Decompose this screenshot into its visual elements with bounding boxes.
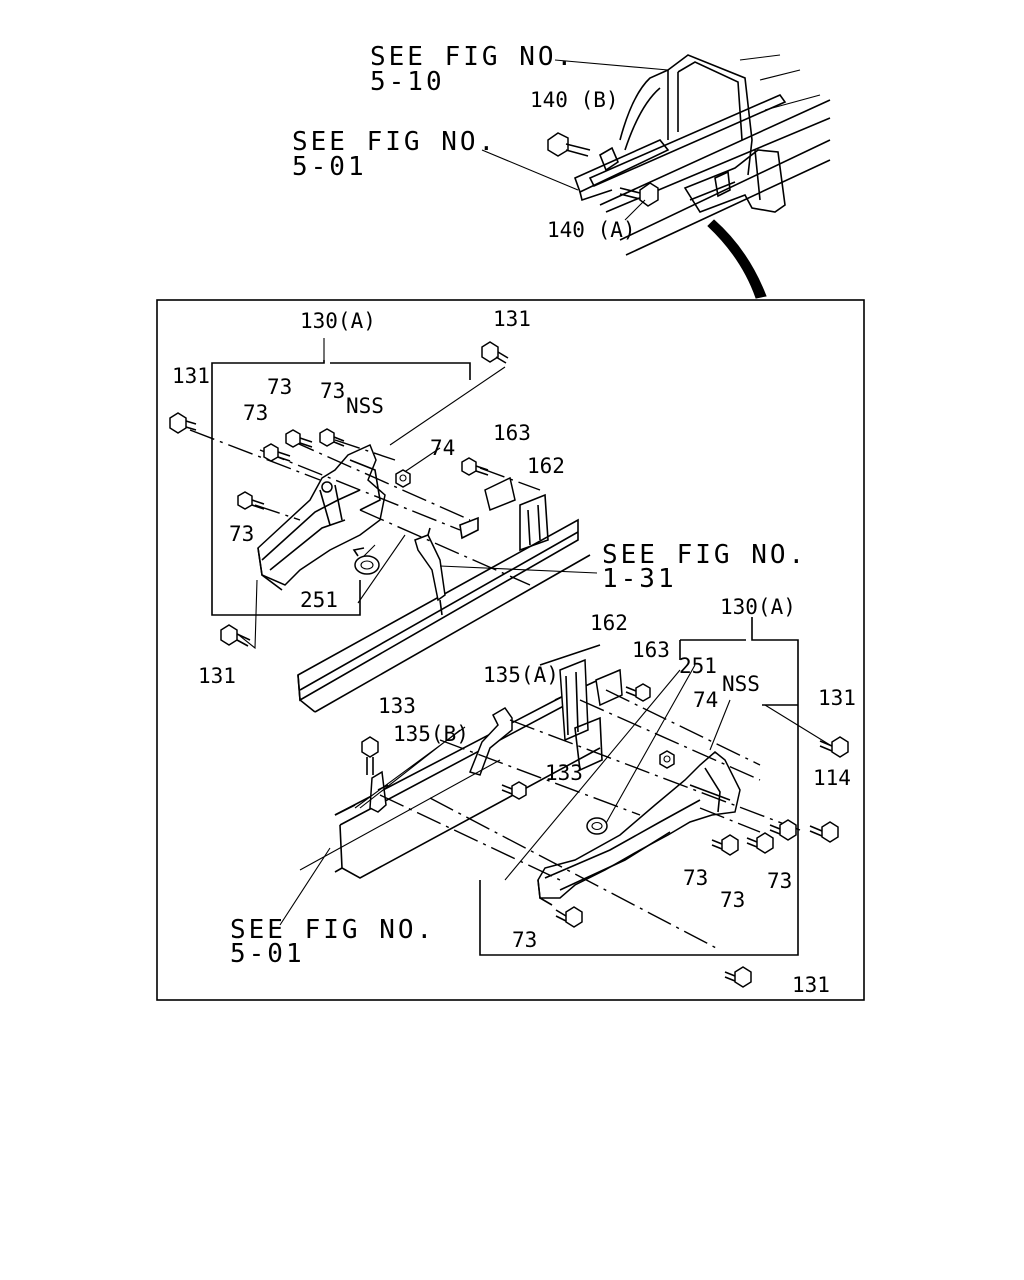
- label-130a-right: 130(A): [720, 595, 796, 619]
- label-251-right: 251: [679, 654, 717, 678]
- label-nss-right: NSS: [722, 672, 760, 696]
- overview-sketch: SEE FIG NO. 5-10 SEE FIG NO. 5-01 140 (B…: [292, 42, 831, 299]
- label-140a: 140 (A): [547, 218, 636, 242]
- ref-5-10-line2: 5-10: [370, 67, 445, 97]
- bolt-icon: [461, 457, 489, 476]
- bracket-icon: [537, 751, 741, 906]
- bolt-icon: [237, 491, 265, 510]
- bracket-icon: [559, 658, 623, 772]
- bolt-icon: [555, 906, 583, 928]
- label-133-mid: 133: [545, 761, 583, 785]
- ref-5-01-top-line1: SEE FIG NO.: [292, 127, 497, 157]
- label-73-b: 73: [320, 379, 345, 403]
- label-131-bottom-right: 131: [792, 973, 830, 997]
- bolt-icon: [769, 819, 797, 841]
- label-131-bottom-left: 131: [198, 664, 236, 688]
- inset-frame: [156, 299, 865, 1001]
- label-163-left: 163: [493, 421, 531, 445]
- bolt-icon: [819, 736, 849, 758]
- left-assembly: 130(A) 131 131 73 73 73 73 NSS 74 163 16…: [169, 307, 807, 713]
- bolt-icon: [501, 781, 527, 800]
- bolt-icon: [361, 736, 379, 775]
- label-73-d: 73: [229, 522, 254, 546]
- label-73-right-a: 73: [683, 866, 708, 890]
- ref-5-10-line1: SEE FIG NO.: [370, 42, 575, 72]
- ref-5-01-bottom-line1: SEE FIG NO.: [230, 915, 435, 945]
- bolt-icon: [619, 182, 659, 207]
- ref-5-01-top-line2: 5-01: [292, 152, 367, 182]
- label-162-right: 162: [590, 611, 628, 635]
- label-74-right: 74: [693, 688, 718, 712]
- clip-icon: [586, 817, 608, 835]
- label-nss-left: NSS: [346, 394, 384, 418]
- bracket-icon: [414, 527, 446, 616]
- clip-icon: [352, 547, 380, 575]
- label-73-a: 73: [267, 375, 292, 399]
- ref-1-31-line1: SEE FIG NO.: [602, 540, 807, 570]
- bracket-icon: [459, 476, 549, 552]
- bolt-icon: [319, 428, 345, 447]
- label-162-left: 162: [527, 454, 565, 478]
- label-73-right-c: 73: [767, 869, 792, 893]
- label-131-right: 131: [818, 686, 856, 710]
- bracket-icon: [468, 707, 513, 776]
- bracket-icon: [573, 54, 753, 202]
- label-163-right: 163: [632, 638, 670, 662]
- right-assembly: 130(A) 162 163 251 NSS 74 131 114 131 73…: [230, 595, 856, 997]
- label-130a-left: 130(A): [300, 309, 376, 333]
- bolt-icon: [746, 832, 774, 854]
- bolt-icon: [711, 834, 739, 856]
- label-74-left: 74: [430, 436, 455, 460]
- bolt-icon: [481, 341, 509, 364]
- label-135a: 135(A): [483, 663, 559, 687]
- label-131-left: 131: [172, 364, 210, 388]
- bolt-icon: [263, 443, 291, 462]
- ref-1-31-line2: 1-31: [602, 564, 677, 594]
- label-73-right-d: 73: [512, 928, 537, 952]
- mount-block: [683, 149, 786, 213]
- frame-rail-icon: [297, 518, 591, 713]
- bolt-icon: [724, 966, 752, 988]
- bolt-icon: [809, 821, 839, 843]
- group-box-right: [479, 617, 799, 956]
- label-114: 114: [813, 766, 851, 790]
- ref-5-01-bottom-line2: 5-01: [230, 939, 305, 969]
- bolt-icon: [285, 429, 313, 448]
- label-135b: 135(B): [393, 722, 469, 746]
- bolt-icon: [220, 624, 251, 647]
- bracket-icon: [257, 443, 386, 591]
- label-133-top: 133: [378, 694, 416, 718]
- bolt-icon: [547, 132, 591, 157]
- bracket-icon: [369, 770, 389, 813]
- label-73-right-b: 73: [720, 888, 745, 912]
- nut-icon: [659, 750, 675, 769]
- nut-icon: [395, 469, 411, 488]
- label-140b: 140 (B): [530, 88, 619, 112]
- label-73-c: 73: [243, 401, 268, 425]
- bolt-icon: [169, 412, 197, 434]
- bolt-icon: [625, 683, 651, 702]
- label-131-top: 131: [493, 307, 531, 331]
- label-251-left: 251: [300, 588, 338, 612]
